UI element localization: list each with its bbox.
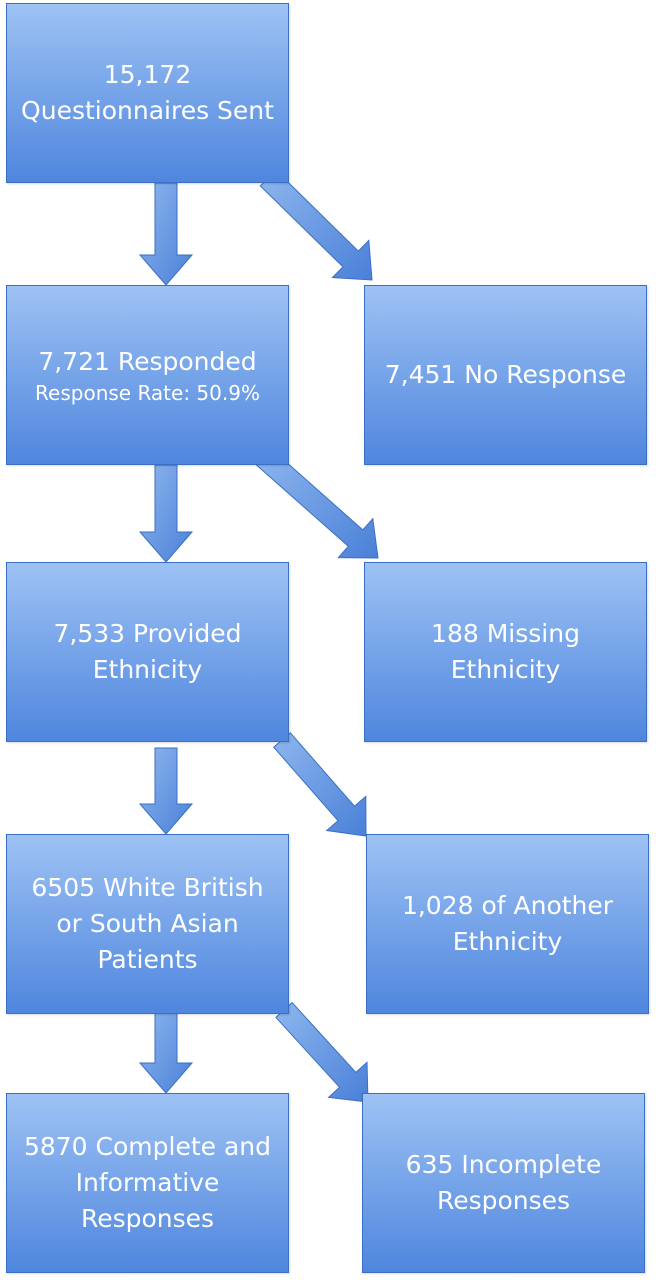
arrow-responded-to-missing [255,448,379,559]
node-questionnaires-sent: 15,172 Questionnaires Sent [6,3,289,183]
arrow-provided-to-white [138,747,194,835]
node-line: 1,028 of Another [401,890,614,920]
node-line: Responses [436,1186,571,1215]
node-line: 7,451 No Response [384,359,627,389]
node-line: Patients [97,945,198,975]
response-rate: Response Rate: 50.9% [35,381,260,406]
node-provided-ethnicity: 7,533 Provided Ethnicity [6,562,289,742]
arrow-provided-to-another [272,732,367,837]
node-complete-responses: 5870 Complete and Informative Responses [6,1093,289,1273]
node-line: Informative [75,1167,220,1197]
node-line: 188 Missing [431,618,580,648]
node-line: 6505 White British [31,872,264,902]
node-line: 7,533 Provided [53,618,242,648]
node-white-british-south-asian: 6505 White British or South Asian Patien… [6,834,289,1014]
arrow-sent-to-responded [138,182,194,286]
node-line: 15,172 [103,59,192,89]
arrow-sent-to-no-response [259,169,373,281]
node-line: Responses [80,1204,215,1234]
arrow-responded-to-provided [138,464,194,563]
node-line: 7,721 Responded [38,346,257,376]
node-line: Ethnicity [450,655,561,684]
node-incomplete-responses: 635 Incomplete Responses [362,1093,645,1273]
node-missing-ethnicity: 188 Missing Ethnicity [364,562,647,742]
node-line: or South Asian [56,908,239,938]
node-line: Ethnicity [92,655,203,684]
arrow-white-to-complete [138,1009,194,1094]
arrow-white-to-incomplete [275,1001,369,1103]
node-line: 635 Incomplete [405,1149,602,1179]
node-responded: 7,721 Responded Response Rate: 50.9% [6,285,289,465]
node-line: 5870 Complete and [23,1131,272,1161]
node-no-response: 7,451 No Response [364,285,647,465]
node-another-ethnicity: 1,028 of Another Ethnicity [366,834,649,1014]
node-line: Questionnaires Sent [21,96,274,125]
node-line: Ethnicity [452,927,563,956]
